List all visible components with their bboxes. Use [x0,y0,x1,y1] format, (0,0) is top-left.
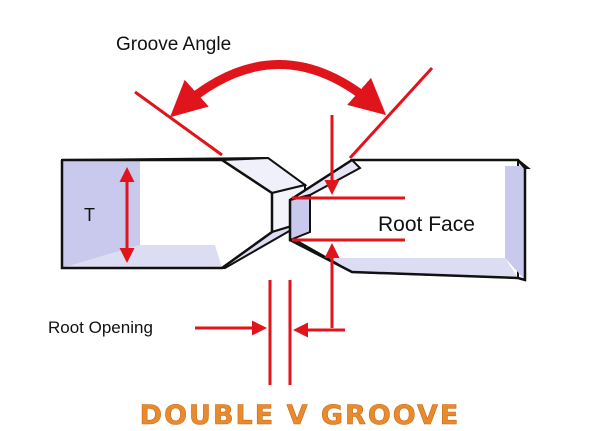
groove-angle-label: Groove Angle [116,34,231,55]
root-face-annotation: Root Face [292,115,475,328]
left-plate-outline [60,158,274,270]
root-face-label: Root Face [378,213,475,236]
groove-angle-right-line [348,66,434,160]
left-plate-bottom-shade [62,245,222,268]
root-opening-label: Root Opening [48,318,153,337]
thickness-label: T [84,205,95,225]
right-plate-end-shade [505,166,525,280]
right-plate-bottom-shade [330,258,518,278]
groove-angle-arc [169,60,387,118]
root-opening-annotation: Root Opening [48,280,345,385]
thickness-annotation: T [84,167,135,263]
diagram-title: DOUBLE V GROOVE [140,400,461,431]
right-plate-outline [288,158,527,282]
groove-angle-left-line [134,90,223,157]
right-plate-root-face [289,193,311,242]
groove-angle-annotation: Groove Angle [116,34,434,160]
left-plate [60,156,308,270]
